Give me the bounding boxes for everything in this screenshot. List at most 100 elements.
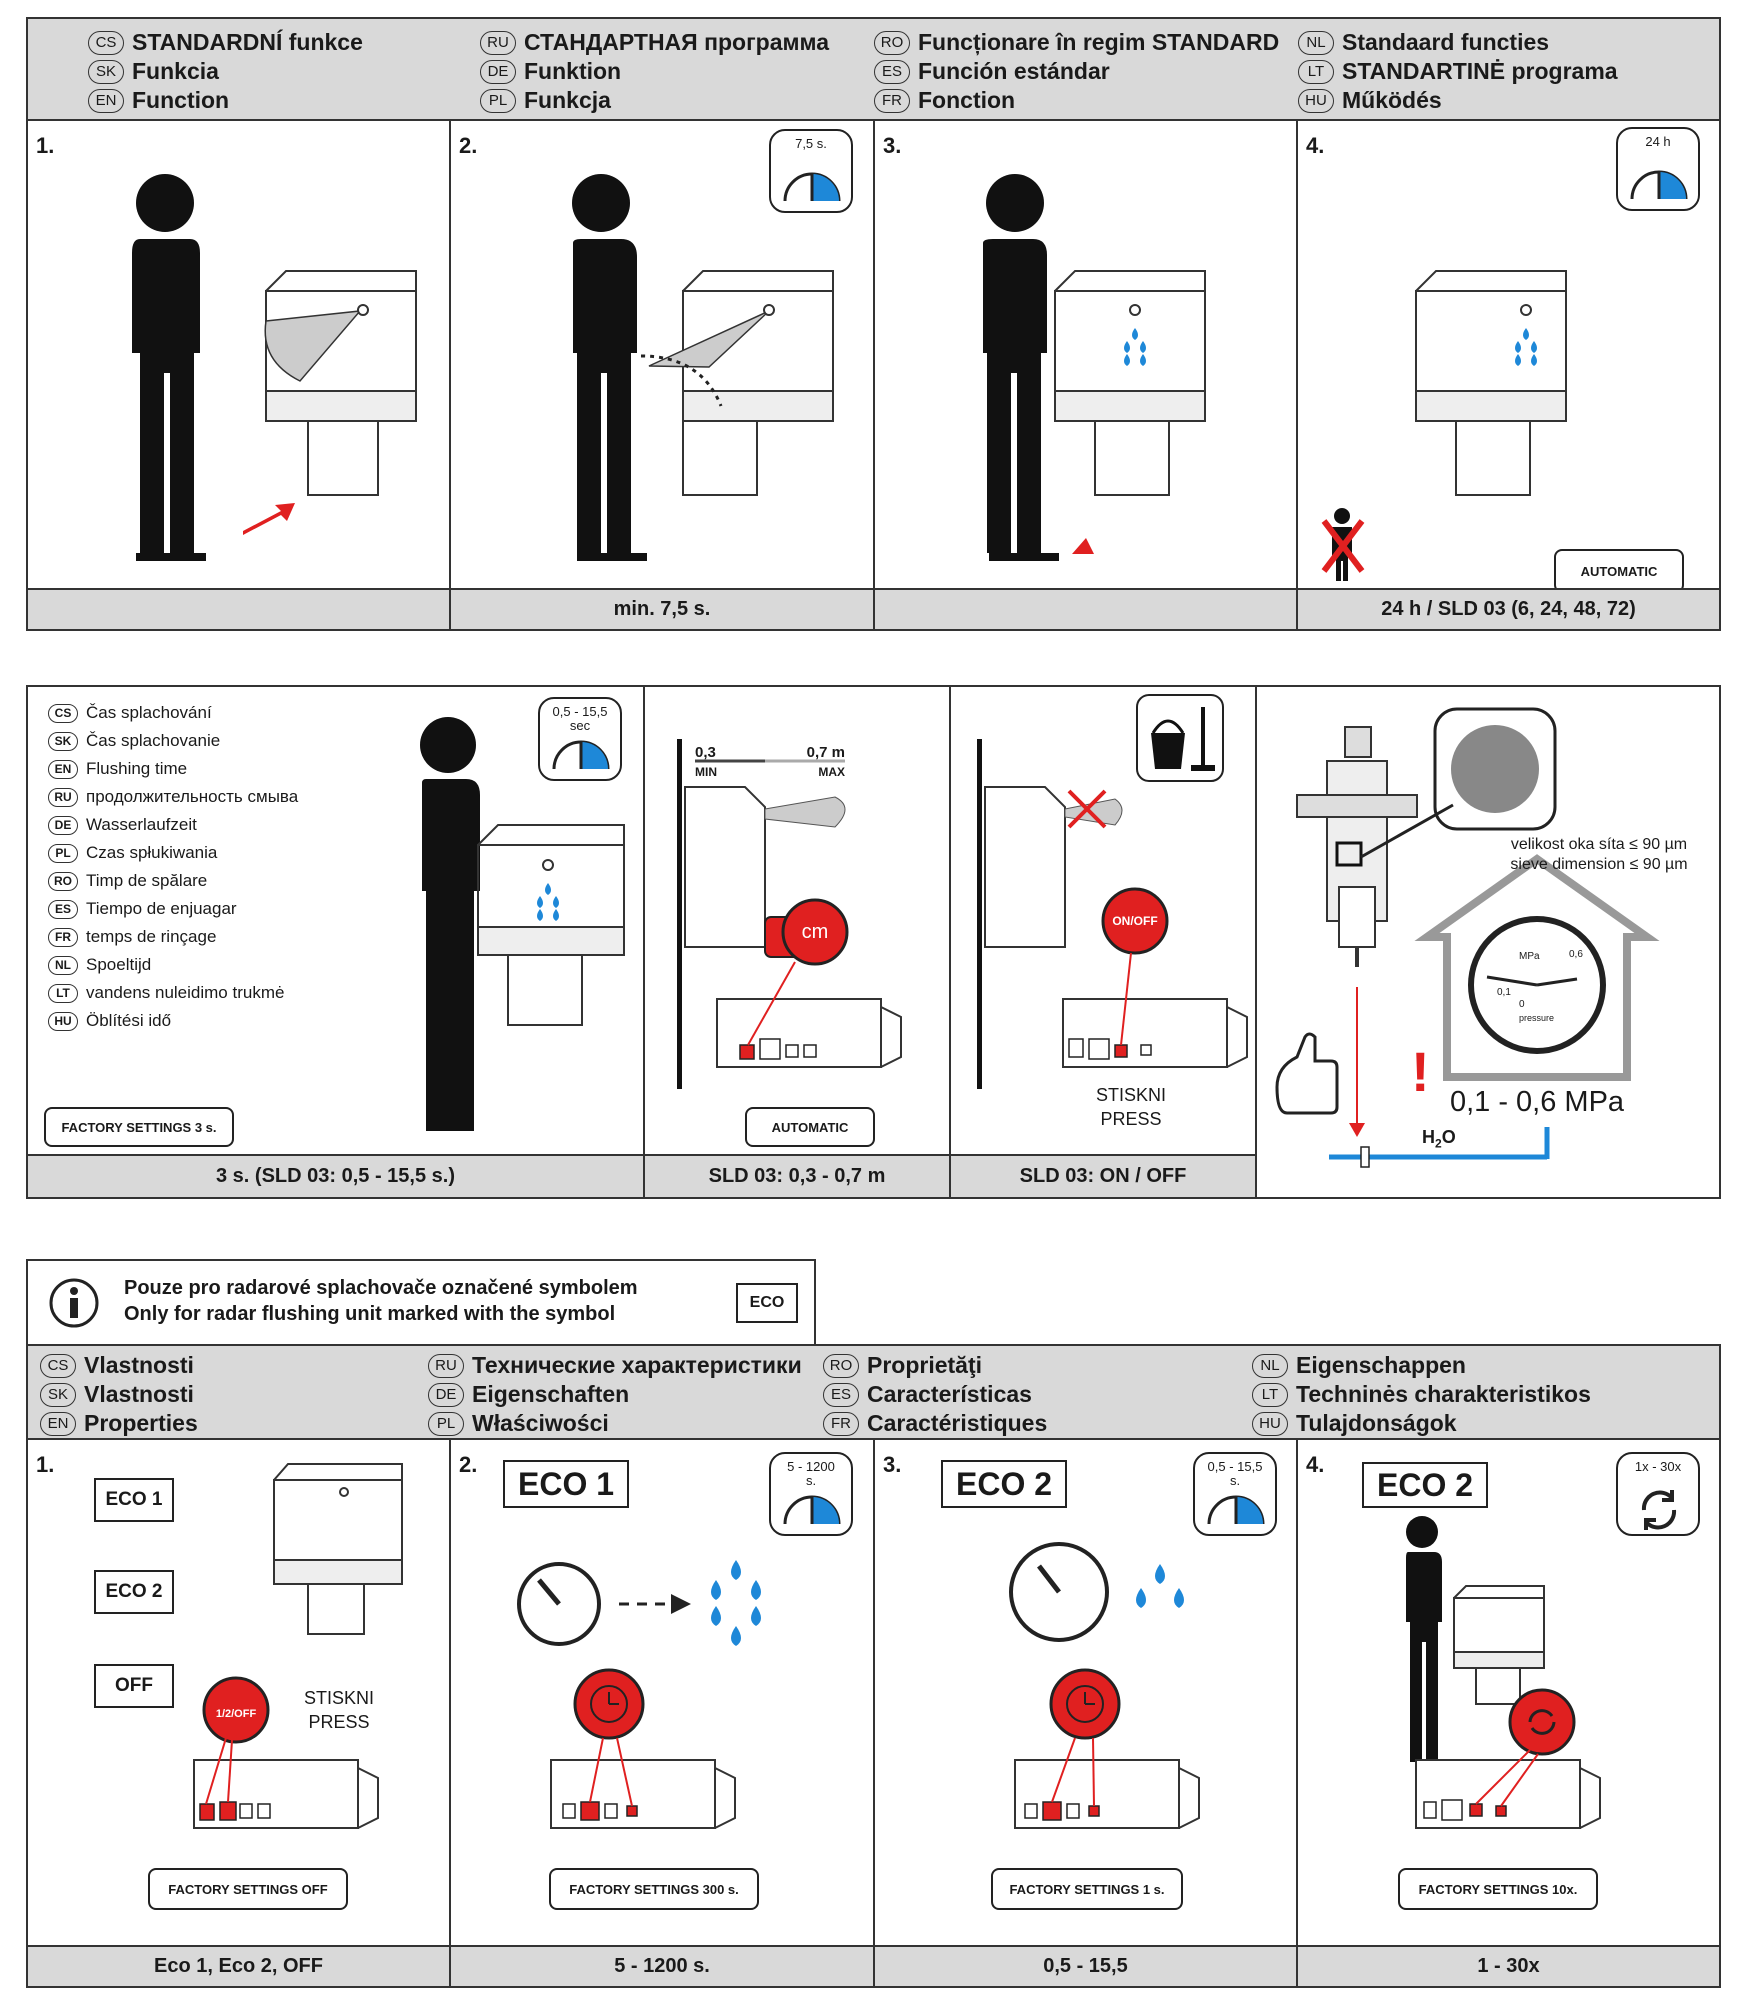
timer-label: 24 h (1645, 134, 1671, 149)
lang-badge: CS (48, 703, 78, 723)
press-label-en: PRESS (1100, 1109, 1162, 1129)
press-label-en: PRESS (308, 1712, 370, 1732)
lang-badge: PL (480, 88, 516, 113)
timer-icon: 24 h (1616, 127, 1700, 211)
header-text: Funcționare în regim STANDARD (918, 29, 1280, 55)
header-text: СТАНДАРТНАЯ программа (524, 29, 830, 55)
timer-label: 1x - 30x (1634, 1459, 1682, 1474)
lang-badge: FR (48, 927, 78, 947)
eco1-option[interactable]: ECO 1 (94, 1478, 174, 1522)
stopwatch-icon (552, 740, 610, 770)
timer-range: 0,5 - 15,5 (552, 704, 608, 719)
onoff-button[interactable]: ON/OFF (1112, 914, 1158, 928)
header-text: STANDARTINĖ programa (1342, 58, 1618, 84)
lang-badge: EN (88, 88, 124, 113)
btn-12off[interactable]: 1/2/OFF (215, 1708, 257, 1720)
step-panel-1: 1. (28, 121, 451, 588)
lang-badge: HU (1252, 1411, 1288, 1436)
range-min-label: MIN (695, 765, 717, 779)
header-text: Vlastnosti (84, 1352, 194, 1378)
header-text: Función estándar (918, 58, 1110, 84)
flush-label: Czas spłukiwania (86, 843, 218, 862)
header-text: Fonction (918, 87, 1016, 113)
eco-unit-illustration (193, 1463, 403, 1829)
person-urinal-illustration (572, 174, 834, 561)
lang-badge: RO (823, 1353, 859, 1378)
eco-info-box: Pouze pro radarové splachovače označené … (26, 1259, 816, 1344)
range-max-value: 0,7 m (806, 744, 845, 761)
factory-settings-label: FACTORY SETTINGS 10x. (1398, 1868, 1598, 1910)
lang-badge: RO (48, 871, 78, 891)
sieve-label-en: sieve dimension ≤ 90 µm (1510, 856, 1688, 873)
step-number: 4. (1306, 1452, 1325, 1477)
header-text: Function (132, 87, 230, 113)
info-line-en: Only for radar flushing unit marked with… (124, 1303, 616, 1325)
person-urinal-illustration (420, 717, 625, 1131)
footer-cell: 3 s. (SLD 03: 0,5 - 15,5 s.) (28, 1156, 645, 1197)
lang-badge: FR (823, 1411, 859, 1436)
footer-cell (28, 590, 451, 629)
gauge-zero-label: 0 (1519, 999, 1525, 1010)
lang-badge: EN (40, 1411, 76, 1436)
footer-cell (875, 590, 1298, 629)
off-option[interactable]: OFF (94, 1664, 174, 1708)
onoff-panel: ON/OFF STISKNI PRESS (951, 687, 1257, 1154)
person-urinal-illustration (132, 174, 417, 561)
eco1-mode-label: ECO 1 (503, 1460, 629, 1508)
header-text: Proprietăţi (867, 1352, 983, 1378)
lang-badge: SK (40, 1382, 76, 1407)
step-panel-2: 2. 7,5 s. (451, 121, 875, 588)
lang-badge: LT (48, 983, 78, 1003)
step-number: 4. (1306, 133, 1325, 158)
header-text: Технические характеристики (472, 1352, 802, 1378)
info-line-cs: Pouze pro radarové splachovače označené … (124, 1277, 638, 1299)
lang-badge: RO (874, 30, 910, 55)
pressure-range: 0,1 - 0,6 MPa (1449, 1086, 1625, 1118)
gauge-max-label: 0,6 (1569, 949, 1583, 960)
lang-badge: NL (1252, 1353, 1288, 1378)
timer-unit: s. (805, 1473, 817, 1488)
header-text: Características (867, 1381, 1032, 1407)
eco2-option[interactable]: ECO 2 (94, 1570, 174, 1614)
urinal-auto-flush-illustration (1321, 270, 1567, 581)
stopwatch-icon (783, 1495, 841, 1525)
timer-label: 7,5 s. (795, 136, 827, 151)
timer-range: 0,5 - 15,5 (1207, 1459, 1263, 1474)
lang-badge: LT (1252, 1382, 1288, 1407)
header-text: STANDARDNÍ funkce (132, 29, 363, 55)
lang-badge: RU (480, 30, 516, 55)
step-number: 3. (883, 133, 902, 158)
lang-badge: CS (40, 1353, 76, 1378)
lang-badge: HU (1298, 88, 1334, 113)
gauge-unit-label: MPa (1519, 951, 1540, 962)
lang-badge: FR (874, 88, 910, 113)
section-footer: min. 7,5 s. 24 h / SLD 03 (6, 24, 48, 72… (28, 588, 1719, 629)
lang-badge: CS (88, 30, 124, 55)
flush-label: temps de rinçage (86, 927, 217, 946)
header-text: Működés (1342, 87, 1442, 113)
lang-badge: PL (428, 1411, 464, 1436)
header-text: Techninės charakteristikos (1296, 1381, 1591, 1407)
stopwatch-icon (1207, 1495, 1265, 1525)
h2o-label: H2O (1422, 1127, 1456, 1154)
header-text: Eigenschaften (472, 1381, 630, 1407)
header-text: Tulajdonságok (1296, 1410, 1457, 1436)
header-text: Funkcia (132, 58, 219, 84)
lang-badge: SK (48, 731, 78, 751)
cm-button[interactable]: cm (801, 921, 829, 943)
step-number: 2. (459, 1452, 478, 1477)
step-panel-3: 3. (875, 121, 1298, 588)
range-panel: 0,3 0,7 m MIN MAX cm AUTOMATIC (645, 687, 951, 1154)
lang-badge: DE (480, 59, 516, 84)
flush-label: Čas splachování (86, 703, 212, 722)
